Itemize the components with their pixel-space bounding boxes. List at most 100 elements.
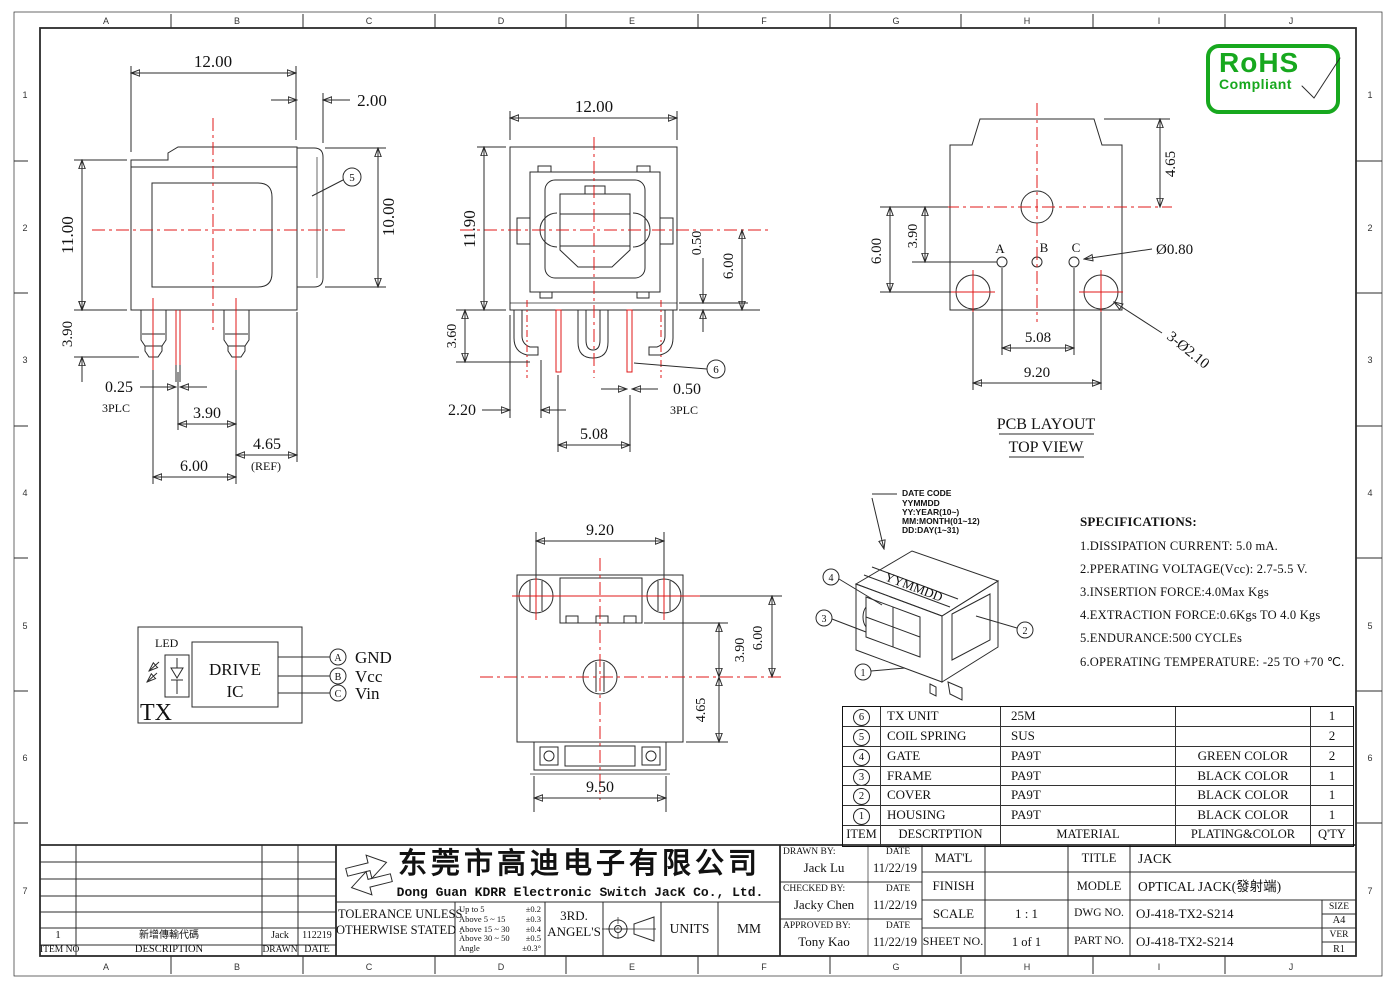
approved-by-label: APPROVED BY: <box>783 921 851 931</box>
part-item-cell: 1 <box>843 806 881 827</box>
tol-range: Above 5 ~ 15 <box>459 913 506 924</box>
part-desc: TX UNIT <box>881 707 1001 727</box>
part-qty: 1 <box>1311 767 1353 787</box>
part-desc: HOUSING <box>881 806 1001 827</box>
balloon-1-label: 1 <box>861 668 866 679</box>
dim-label: 12.00 <box>575 97 613 116</box>
grid-col-label: E <box>629 962 635 972</box>
dim-label: 3.90 <box>193 405 221 422</box>
led-light-arrow <box>147 672 158 682</box>
grid-row-label: 5 <box>22 621 27 631</box>
projection-label-2: ANGEL'S <box>547 924 601 939</box>
tol-range: Above 15 ~ 30 <box>459 923 510 934</box>
parts-header-plating: PLATING&COLOR <box>1176 826 1311 846</box>
drawn-by-name: Jack Lu <box>803 860 845 875</box>
part-material: PA9T <box>1001 746 1176 767</box>
grid-col-label: A <box>103 962 109 972</box>
specs-title: SPECIFICATIONS: <box>1080 514 1197 529</box>
grid-row-label: 2 <box>22 223 27 233</box>
pcb-layout-view: A B C 4.65 6.00 3.90 Ø0.80 3-Ø2.10 5.08 … <box>869 103 1212 458</box>
grid-col-label: F <box>761 16 767 26</box>
scale-label: SCALE <box>932 906 975 921</box>
part-item-cell: 6 <box>843 707 881 727</box>
tolerance-label-2: OTHERWISE STATED : <box>336 923 463 937</box>
grid-col-label: I <box>1158 16 1161 26</box>
part-qty: 1 <box>1311 707 1353 727</box>
rohs-logo: RoHS Compliant <box>1206 44 1341 114</box>
part-plating <box>1176 726 1311 747</box>
balloon-2 <box>1016 621 1034 639</box>
balloon-3-label: 3 <box>822 614 827 625</box>
balloon-3 <box>815 609 833 627</box>
grid-row-label: 7 <box>22 886 27 896</box>
balloon-5 <box>342 167 362 187</box>
sheet-border: A B C D E F G H I J A B C D E F G H I J … <box>13 11 1383 977</box>
company-name-en: Dong Guan KDRR Electronic Switch JacK Co… <box>396 885 764 900</box>
grid-row-label: 1 <box>22 90 27 100</box>
grid-col-label: H <box>1024 962 1031 972</box>
part-plating: BLACK COLOR <box>1176 766 1311 787</box>
parts-table: 6 TX UNIT 25M 1 5 COIL SPRING SUS 2 4 GA… <box>842 706 1354 847</box>
size-label: SIZE <box>1328 902 1350 912</box>
grid-col-label: J <box>1289 962 1294 972</box>
rohs-compliant-text: Compliant <box>1219 76 1292 92</box>
revision-row-no: 1 <box>55 929 61 941</box>
grid-row-label: 2 <box>1367 223 1372 233</box>
grid-col-label: A <box>103 16 109 26</box>
tol-range: Up to 5 <box>459 904 485 914</box>
dim-label: 9.50 <box>586 779 614 796</box>
spec-item: 2.PPERATING VOLTAGE(Vcc): 2.7-5.5 V. <box>1080 562 1308 576</box>
part-no-label: PART NO. <box>1074 935 1124 947</box>
datecode-note: YYMMDD <box>902 498 940 508</box>
spec-item: 4.EXTRACTION FORCE:0.6Kgs TO 4.0 Kgs <box>1080 608 1321 622</box>
grid-col-label: H <box>1024 16 1031 26</box>
grid-col-label: J <box>1289 16 1294 26</box>
date-label: DATE <box>885 884 911 894</box>
dim-label: 3.60 <box>445 324 460 349</box>
grid-col-label: B <box>234 962 240 972</box>
grid-col-label: B <box>234 16 240 26</box>
part-desc: COIL SPRING <box>881 726 1001 747</box>
part-qty: 2 <box>1311 747 1353 767</box>
part-material: PA9T <box>1001 786 1176 807</box>
tol-value: ±0.4 <box>525 923 541 934</box>
datecode-note: DD:DAY(1~31) <box>902 525 959 535</box>
dim-label: 9.20 <box>586 522 614 539</box>
part-plating: BLACK COLOR <box>1176 786 1311 807</box>
sheet-label: SHEET NO. <box>922 934 984 948</box>
tolerance-table: Up to 5±0.2 Above 5 ~ 15±0.3 Above 15 ~ … <box>459 904 541 954</box>
dim-label: 6.00 <box>751 626 766 651</box>
grid-col-label: G <box>892 16 899 26</box>
pin-a-label: GND <box>355 648 392 667</box>
part-no-value: OJ-418-TX2-S214 <box>1136 934 1234 949</box>
parts-header-material: MATERIAL <box>1001 826 1176 846</box>
spec-item: 3.INSERTION FORCE:4.0Max Kgs <box>1080 585 1269 599</box>
grid-row-label: 4 <box>1367 488 1372 498</box>
part-material: SUS <box>1001 726 1176 747</box>
datecode-note: DATE CODE <box>902 488 952 498</box>
grid-row-label: 6 <box>22 753 27 763</box>
parts-header-qty: Q'TY <box>1318 827 1346 842</box>
company-logo-icon <box>345 854 393 896</box>
grid-row-label: 6 <box>1367 753 1372 763</box>
balloon-5-label: 5 <box>349 172 355 184</box>
pad-a-label: A <box>995 241 1005 256</box>
dim-label: Ø0.80 <box>1156 242 1193 258</box>
tol-value: ±0.2 <box>525 904 541 914</box>
dim-label: 6.00 <box>869 238 885 264</box>
part-desc: FRAME <box>881 766 1001 787</box>
part-item-cell: 5 <box>843 726 881 747</box>
date-label: DATE <box>885 847 911 857</box>
matl-label: MAT'L <box>934 850 973 865</box>
pcb-caption2: TOP VIEW <box>1009 439 1085 456</box>
company-name-cn: 东莞市高迪电子有限公司 <box>398 848 762 880</box>
projection-label-1: 3RD. <box>560 908 588 923</box>
spec-item: 5.ENDURANCE:500 CYCLEs <box>1080 631 1243 645</box>
part-plating <box>1176 707 1311 727</box>
dim-label: 3-Ø2.10 <box>1163 329 1212 373</box>
pin-c-label: Vin <box>355 684 380 703</box>
check-icon <box>1301 57 1341 99</box>
datecode-note: YY:YEAR(10~) <box>902 507 959 517</box>
modle-label: MODLE <box>1076 879 1122 893</box>
